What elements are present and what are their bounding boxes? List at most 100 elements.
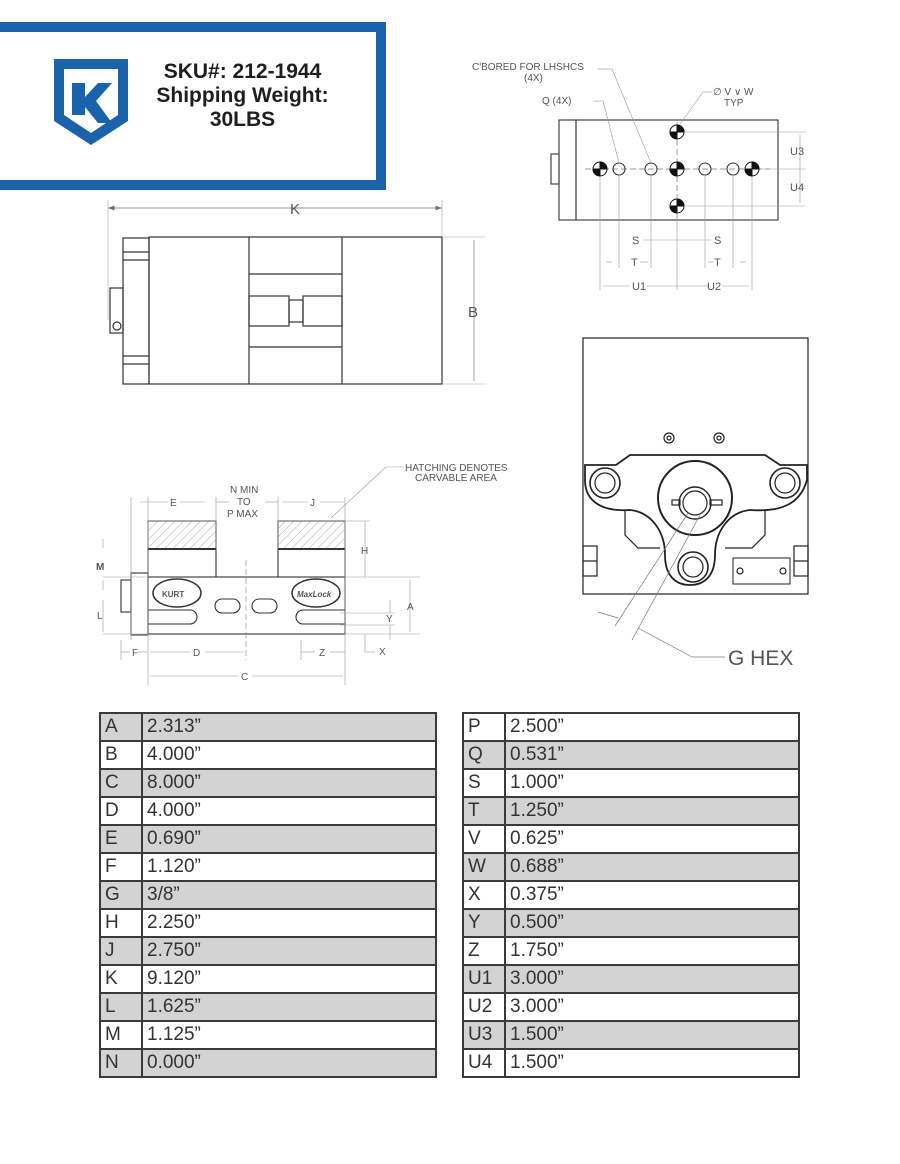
dim-value: 2.250” — [141, 908, 437, 938]
dim-key: M — [99, 1020, 143, 1050]
v-note-line2: TYP — [724, 98, 744, 109]
top-view-drawing — [107, 200, 485, 385]
hatch-note-line1: HATCHING DENOTES — [405, 463, 508, 474]
dim-value: 1.250” — [504, 796, 800, 826]
side-view-drawing — [120, 520, 346, 660]
dim-key: W — [462, 852, 506, 882]
g-hex-label: G HEX — [728, 647, 793, 670]
dim-value: 0.500” — [504, 908, 800, 938]
dim-key: V — [462, 824, 506, 854]
dim-value: 1.120” — [141, 852, 437, 882]
hatch-note-line2: CARVABLE AREA — [415, 473, 497, 484]
dim-t-right: T — [714, 257, 721, 269]
dim-y: Y — [386, 614, 393, 625]
v-note-line1: ∅ V ∨ W — [713, 87, 754, 98]
end-view-drawing — [582, 337, 809, 658]
dim-u3: U3 — [790, 146, 804, 158]
dim-key: A — [99, 712, 143, 742]
dim-key: T — [462, 796, 506, 826]
dim-s-left: S — [632, 235, 639, 247]
dim-m: M — [96, 562, 104, 573]
dim-key: J — [99, 936, 143, 966]
dim-c: C — [241, 672, 248, 683]
dim-key: G — [99, 880, 143, 910]
dim-z: Z — [319, 648, 325, 659]
dim-value: 0.375” — [504, 880, 800, 910]
cbored-note-line1: C'BORED FOR LHSHCS — [472, 62, 584, 73]
dim-a: A — [407, 602, 414, 613]
dim-value: 1.000” — [504, 768, 800, 798]
dim-value: 0.625” — [504, 824, 800, 854]
dim-value: 1.750” — [504, 936, 800, 966]
dim-x: X — [379, 647, 386, 658]
dim-value: 2.500” — [504, 712, 800, 742]
dim-l: L — [97, 611, 103, 622]
dim-value: 0.690” — [141, 824, 437, 854]
dim-e: E — [170, 498, 177, 509]
dim-d: D — [193, 648, 200, 659]
dim-value: 9.120” — [141, 964, 437, 994]
technical-drawings: K B — [96, 62, 809, 685]
dim-value: 3.000” — [504, 992, 800, 1022]
dim-h: H — [361, 546, 368, 557]
dim-key: Q — [462, 740, 506, 770]
cbored-note-line2: (4X) — [524, 73, 543, 84]
dim-key: X — [462, 880, 506, 910]
dim-value: 3/8” — [141, 880, 437, 910]
dim-t-left: T — [631, 257, 638, 269]
dim-u1: U1 — [632, 281, 646, 293]
jaw-gap-line3: P MAX — [227, 509, 258, 520]
dim-value: 8.000” — [141, 768, 437, 798]
dim-u2: U2 — [707, 281, 721, 293]
dim-k-label: K — [290, 201, 300, 218]
dim-value: 4.000” — [141, 796, 437, 826]
bottom-view-drawing — [550, 68, 806, 290]
dim-value: 1.500” — [504, 1048, 800, 1078]
dim-value: 4.000” — [141, 740, 437, 770]
dim-key: S — [462, 768, 506, 798]
q-note: Q (4X) — [542, 96, 571, 107]
dim-key: Y — [462, 908, 506, 938]
sku-info: SKU#: 212-1944 Shipping Weight: 30LBS — [140, 60, 345, 132]
weight-value: 30LBS — [209, 108, 276, 131]
dim-value: 1.500” — [504, 1020, 800, 1050]
dim-key: U4 — [462, 1048, 506, 1078]
dim-value: 1.125” — [141, 1020, 437, 1050]
side-view-dimensions — [102, 466, 420, 685]
dim-key: E — [99, 824, 143, 854]
jaw-gap-line2: TO — [237, 497, 251, 508]
sku-line: SKU#: 212-1944 — [163, 60, 322, 83]
dim-value: 2.750” — [141, 936, 437, 966]
kurt-badge: KURT — [162, 590, 184, 599]
dim-key: H — [99, 908, 143, 938]
dim-b-label: B — [468, 304, 478, 321]
dim-value: 0.688” — [504, 852, 800, 882]
dim-s-right: S — [714, 235, 721, 247]
dim-key: U1 — [462, 964, 506, 994]
dim-value: 3.000” — [504, 964, 800, 994]
dim-key: C — [99, 768, 143, 798]
dim-key: U3 — [462, 1020, 506, 1050]
